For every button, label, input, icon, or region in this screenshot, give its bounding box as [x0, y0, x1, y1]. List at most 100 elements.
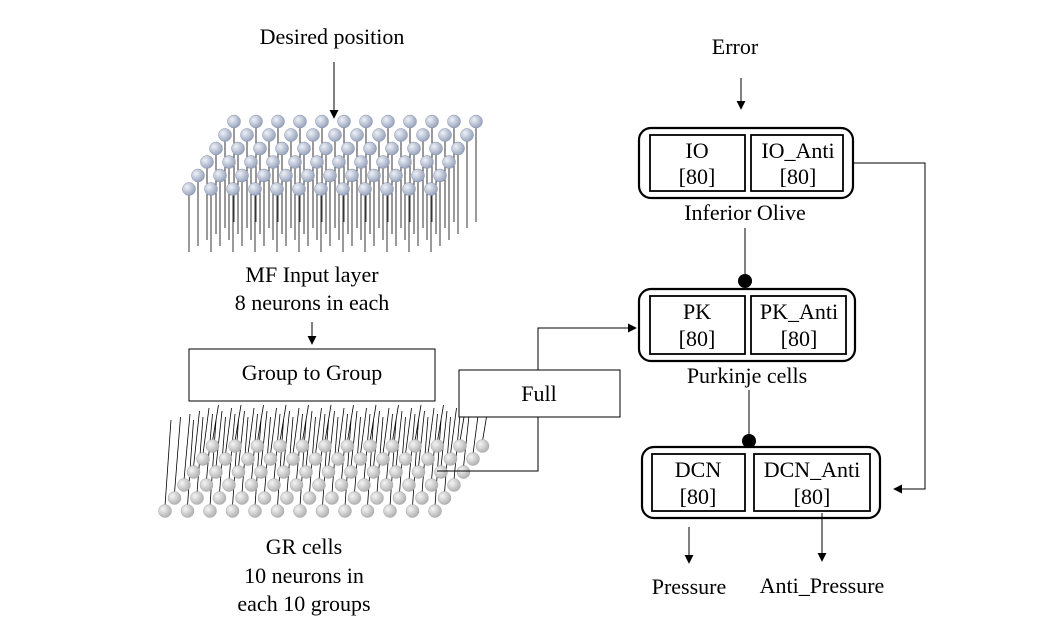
gr-neuron [244, 478, 259, 492]
gr-neuron [293, 504, 307, 518]
mf-neuron [336, 182, 350, 196]
gr-neuron [353, 452, 368, 466]
gr-neuron [453, 439, 467, 453]
mf-neuron [227, 114, 241, 129]
mf-input-layer [182, 114, 483, 252]
gr-neuron [411, 465, 426, 479]
gr-neuron [273, 439, 287, 453]
gr-neuron [466, 452, 480, 466]
gr-neuron [263, 452, 278, 466]
mf-neuron [209, 141, 223, 156]
gr-neuron [325, 491, 339, 505]
mf-neuron [235, 168, 249, 183]
gr-stem [164, 419, 172, 507]
gr-neuron [344, 465, 358, 479]
gr-neuron [241, 452, 255, 466]
io-anti-count: [80] [780, 164, 817, 189]
mf-neuron [359, 114, 373, 129]
gr-stem [232, 419, 239, 507]
gr-neuron [376, 452, 390, 466]
mf-neuron [244, 155, 258, 169]
mf-neuron [248, 182, 262, 196]
group-to-group-box [188, 348, 436, 402]
mf-neuron [262, 128, 276, 142]
gr-neuron [276, 465, 291, 479]
gr-neuron [286, 452, 300, 466]
gr-neuron [421, 452, 435, 466]
mf-label-line1: MF Input layer [245, 262, 379, 287]
gr-neuron [437, 491, 452, 505]
io-name: IO [685, 138, 708, 163]
mf-neuron [425, 114, 439, 129]
mf-neuron [275, 141, 289, 156]
gr-stem [215, 410, 223, 468]
gr-neuron [408, 439, 422, 453]
gr-neuron [167, 491, 182, 505]
gr-neuron [428, 504, 442, 518]
desired-position-label: Desired position [260, 24, 405, 49]
mf-neuron [420, 155, 434, 169]
gr-neuron [363, 439, 377, 453]
gr-neuron [180, 504, 195, 518]
gr-stem [277, 419, 284, 507]
mf-neuron [394, 128, 408, 142]
gr-stem [292, 407, 300, 455]
gr-stem [450, 407, 457, 455]
mf-neuron [451, 141, 465, 156]
gr-neuron [295, 439, 310, 453]
io-anti-name: IO_Anti [761, 138, 834, 163]
mf-neuron [403, 114, 417, 129]
gr-label-line3: each 10 groups [237, 591, 370, 616]
inferior-olive-label: Inferior Olive [684, 200, 806, 225]
gr-neuron [250, 439, 265, 453]
mf-neuron [385, 141, 399, 156]
mf-neuron [306, 128, 320, 142]
dcn-anti-count: [80] [794, 484, 831, 509]
gr-stem [174, 416, 181, 494]
gr-neuron [212, 491, 227, 505]
gr-neuron [177, 478, 191, 492]
mf-neuron [402, 182, 416, 196]
mf-neuron [469, 114, 483, 129]
mf-neuron [389, 168, 403, 183]
gr-neuron [424, 478, 439, 492]
mf-neuron [182, 182, 196, 196]
mf-neuron [314, 182, 328, 196]
gr-neuron [370, 491, 384, 505]
mf-neuron [337, 114, 351, 129]
pressure-label: Pressure [652, 574, 727, 599]
gr-neuron [415, 491, 429, 505]
mf-neuron [332, 155, 346, 169]
full-label: Full [521, 381, 556, 406]
dcn-name: DCN [675, 457, 722, 482]
mf-neuron [323, 168, 337, 183]
gr-neuron [430, 439, 445, 453]
gr-stem [427, 407, 435, 455]
mf-neuron [424, 182, 438, 196]
gr-neuron [209, 465, 223, 479]
pk-anti-box [750, 295, 847, 355]
mf-neuron [310, 155, 324, 169]
io-anti-to-dcn-connection [853, 162, 926, 494]
mf-neuron [288, 155, 302, 169]
pk-to-dcn-synapse [742, 434, 756, 448]
io-count: [80] [679, 164, 716, 189]
gr-neuron [186, 465, 201, 479]
gr-neuron [205, 439, 220, 453]
dcn-block [640, 445, 882, 520]
group-to-group-label: Group to Group [242, 360, 383, 385]
pk-count: [80] [679, 326, 716, 351]
gr-stem [283, 410, 290, 468]
gr-stem [440, 410, 448, 468]
purkinje-label: Purkinje cells [687, 363, 807, 388]
mf-neuron [191, 168, 205, 183]
gr-stem [187, 419, 194, 507]
gr-neuron [257, 491, 272, 505]
mf-neuron [380, 182, 394, 196]
mf-neuron [249, 114, 263, 129]
gr-neuron [235, 491, 249, 505]
mf-neuron [226, 182, 240, 196]
gr-stem [463, 410, 470, 468]
mf-neuron [271, 114, 285, 129]
